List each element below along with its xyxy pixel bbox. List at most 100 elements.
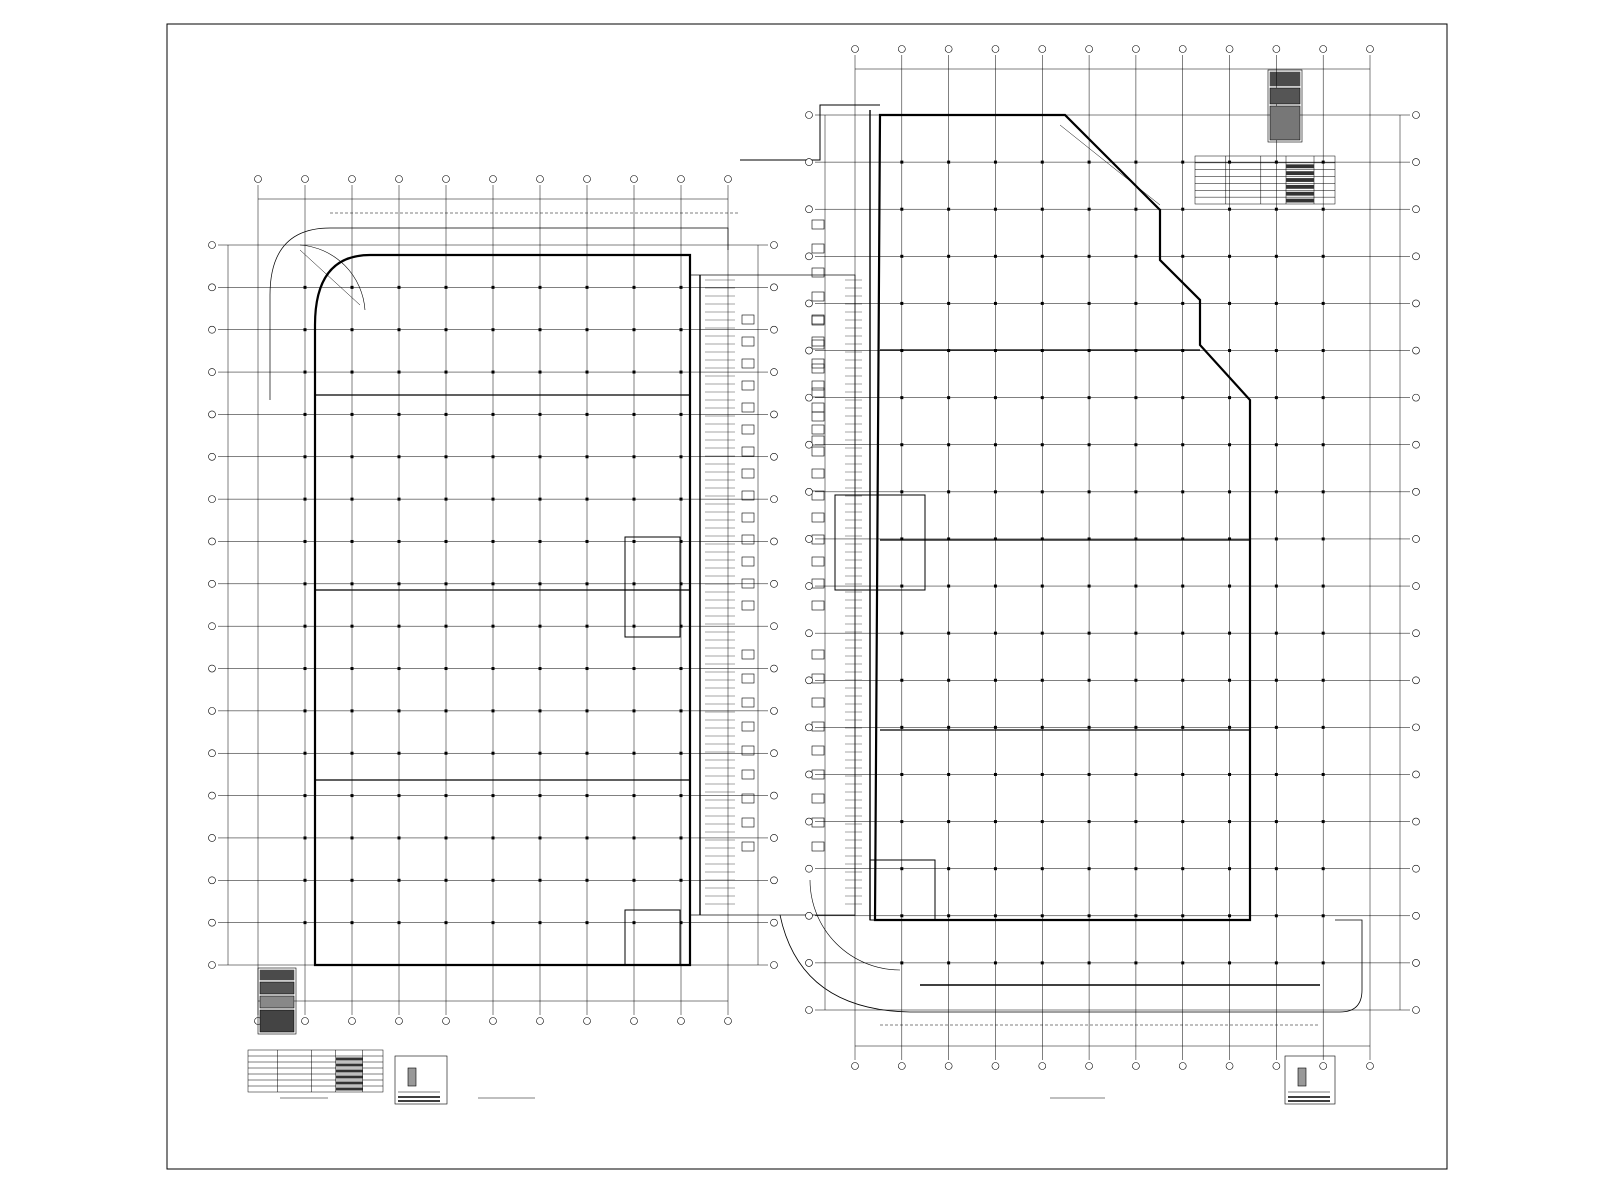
right-grid-bubble (944, 1062, 953, 1070)
right-stair-core (869, 859, 936, 921)
right-column (1087, 207, 1091, 211)
right-column (1228, 725, 1232, 729)
right-grid-bubble (991, 1062, 1000, 1070)
left-column (444, 794, 448, 798)
right-column (1228, 631, 1232, 635)
left-column (397, 412, 401, 416)
left-column (350, 709, 354, 713)
left-column (538, 455, 542, 459)
right-grid-bubble (898, 45, 906, 53)
parking-stall (811, 339, 825, 350)
right-grid-bubble (805, 1006, 813, 1014)
right-column (1087, 160, 1091, 164)
left-column (350, 878, 354, 882)
right-column (1321, 725, 1325, 729)
right-grid-bubble (1412, 488, 1420, 496)
left-grid-bubble (770, 410, 778, 419)
parking-stall (811, 411, 825, 422)
right-column (1228, 772, 1232, 776)
parking-stall (741, 556, 755, 567)
left-column (491, 455, 495, 459)
right-column (1040, 443, 1044, 447)
right-column (1087, 961, 1091, 965)
left-column (679, 751, 683, 755)
right-column (1228, 160, 1232, 164)
parking-stall (811, 380, 825, 391)
schedule-table-swatch (1286, 171, 1314, 176)
right-column (1181, 207, 1185, 211)
right-grid-bubble (1319, 1062, 1327, 1070)
right-column (900, 772, 904, 776)
parking-stall (741, 468, 755, 479)
right-column (1274, 584, 1278, 588)
schedule-table-left (247, 1049, 384, 1093)
left-column (679, 285, 683, 289)
left-column (538, 412, 542, 416)
right-column (1181, 961, 1185, 965)
right-column (1181, 772, 1185, 776)
right-column (1228, 207, 1232, 211)
right-column (1181, 160, 1185, 164)
left-column (350, 412, 354, 416)
right-grid-bubble (991, 45, 1000, 53)
left-column (303, 751, 307, 755)
left-grid-bubble (536, 175, 544, 183)
left-column (632, 497, 636, 501)
parking-stall (811, 219, 825, 230)
left-grid-bubble (301, 1017, 309, 1025)
right-column (1181, 820, 1185, 824)
left-stair-core (624, 909, 681, 966)
right-column (1134, 537, 1138, 541)
left-grid-bubble (301, 175, 309, 183)
right-column (900, 961, 904, 965)
right-column (1134, 301, 1138, 305)
left-grid-bubble (770, 283, 778, 292)
right-column (1040, 772, 1044, 776)
right-column (1181, 914, 1185, 918)
left-column (303, 624, 307, 628)
left-column (444, 582, 448, 586)
right-grid-bubble (805, 676, 813, 685)
right-column (900, 443, 904, 447)
right-column (1040, 867, 1044, 871)
parking-stall (811, 315, 825, 326)
parking-stall (811, 387, 825, 398)
right-exterior-wall (873, 113, 1252, 922)
right-column (1040, 254, 1044, 258)
right-column (900, 160, 904, 164)
left-column (350, 667, 354, 671)
right-grid-bubble (805, 535, 813, 543)
right-grid-bubble (1412, 205, 1420, 214)
left-column (585, 878, 589, 882)
right-grid-bubble (1132, 1062, 1140, 1070)
schedule-table-frame (1194, 155, 1336, 205)
left-grid-bubble (677, 175, 685, 183)
right-column (1228, 820, 1232, 824)
right-grid-bubble (805, 158, 813, 166)
right-column (1134, 160, 1138, 164)
left-grid-bubble (770, 961, 778, 969)
right-column (1087, 396, 1091, 400)
right-column (1321, 207, 1325, 211)
right-grid-bubble (1178, 45, 1187, 53)
parking-stall (811, 358, 825, 369)
left-column (491, 667, 495, 671)
right-grid-bubble (1366, 1062, 1374, 1070)
right-grid-bubble (805, 440, 813, 449)
right-column (1134, 725, 1138, 729)
right-column (993, 490, 997, 494)
left-canopy-outline (269, 227, 729, 400)
left-grid-bubble (208, 495, 216, 503)
right-grid-bubble (1366, 45, 1374, 53)
parking-stall (741, 534, 755, 545)
left-column (444, 539, 448, 543)
right-grid-bubble (851, 1062, 859, 1070)
right-column (993, 396, 997, 400)
door-swing-arc (809, 879, 901, 971)
right-grid-bubble (1412, 629, 1420, 637)
left-column (491, 624, 495, 628)
left-column (679, 412, 683, 416)
left-column (585, 624, 589, 628)
left-grid-bubble (208, 537, 216, 546)
right-grid-bubble (805, 205, 813, 214)
